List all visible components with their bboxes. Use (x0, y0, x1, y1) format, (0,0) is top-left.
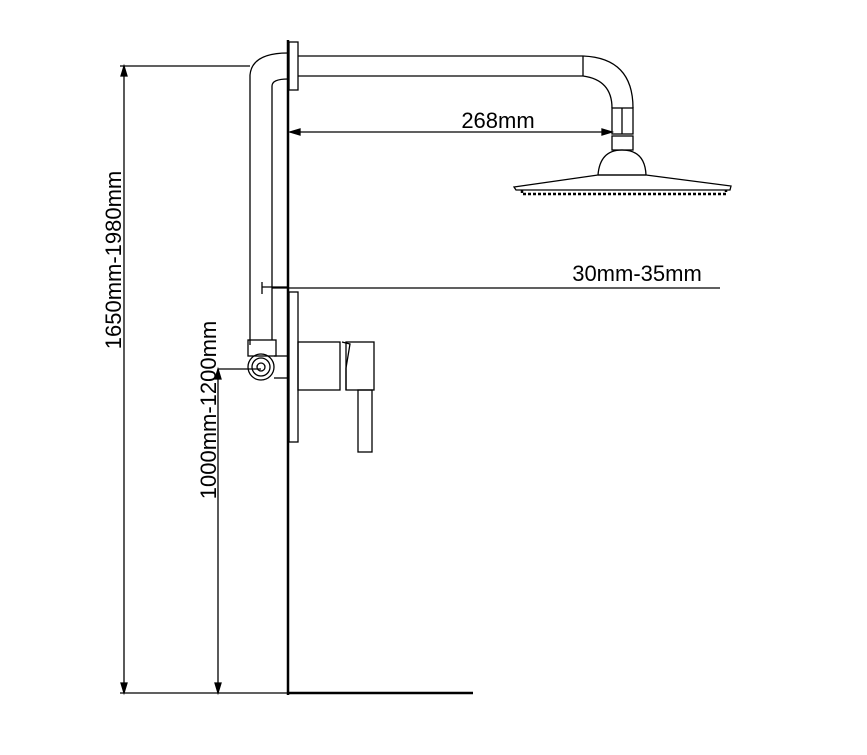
mixer-valve (288, 291, 375, 453)
arm-length-label: 268mm (461, 108, 534, 133)
total-height-label: 1650mm-1980mm (101, 171, 126, 350)
wall-clearance-label: 30mm-35mm (572, 261, 702, 286)
total-height-dimension (120, 63, 288, 696)
mixer-height-label: 1000mm-1200mm (196, 321, 221, 500)
arm-length-dimension (287, 128, 615, 136)
riser-pipe (249, 52, 289, 345)
shower-arm (298, 55, 634, 151)
shower-head (512, 149, 732, 196)
wall-flange (288, 41, 299, 91)
wall-elbow (247, 339, 288, 381)
wall-clearance-dimension (261, 282, 720, 294)
mixer-height-dimension (214, 366, 261, 696)
